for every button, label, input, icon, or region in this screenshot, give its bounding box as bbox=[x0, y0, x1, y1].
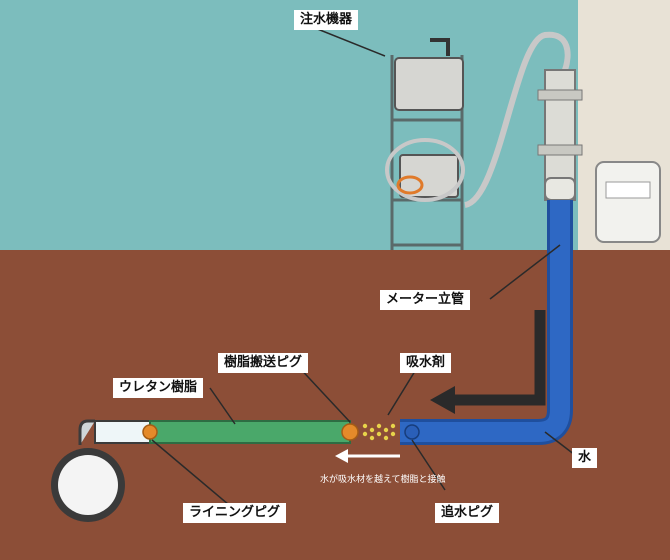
absorbent-material bbox=[362, 423, 396, 441]
injector-pump bbox=[399, 154, 459, 198]
pipe-elbow bbox=[78, 419, 95, 445]
label-injector: 注水機器 bbox=[294, 10, 359, 30]
resin-transport-pig bbox=[341, 423, 359, 441]
caption-arrow-head bbox=[335, 449, 348, 463]
flow-direction-arrow bbox=[450, 310, 546, 406]
pipe-end-opening bbox=[58, 455, 118, 515]
riser-valve-upper bbox=[537, 89, 583, 101]
orange-hose bbox=[396, 175, 424, 195]
gas-meter bbox=[595, 161, 661, 243]
label-resin-pig: 樹脂搬送ピグ bbox=[218, 353, 309, 373]
riser-pipe bbox=[400, 200, 570, 442]
flow-arrow-head bbox=[430, 386, 455, 414]
meter-display bbox=[605, 181, 651, 199]
riser-valve-lower bbox=[537, 144, 583, 156]
water-chase-pig bbox=[404, 424, 420, 440]
label-meter-riser: メーター立管 bbox=[380, 290, 471, 310]
injector-handle bbox=[430, 38, 450, 56]
hose bbox=[463, 31, 571, 208]
label-urethane: ウレタン樹脂 bbox=[113, 378, 204, 398]
label-lining-pig: ライニングピグ bbox=[183, 503, 287, 523]
wall-background bbox=[0, 0, 600, 252]
injector-tank bbox=[394, 57, 464, 111]
hose-coil bbox=[385, 138, 465, 202]
urethane-resin-section bbox=[149, 420, 351, 444]
label-water-pig: 追水ピグ bbox=[435, 503, 500, 523]
label-absorbent: 吸水剤 bbox=[400, 353, 452, 373]
label-water: 水 bbox=[572, 448, 598, 468]
caption-water-contact: 水が吸水材を越えて樹脂と接触 bbox=[320, 475, 446, 485]
lining-pig bbox=[142, 424, 158, 440]
riser-coupling bbox=[544, 177, 576, 201]
